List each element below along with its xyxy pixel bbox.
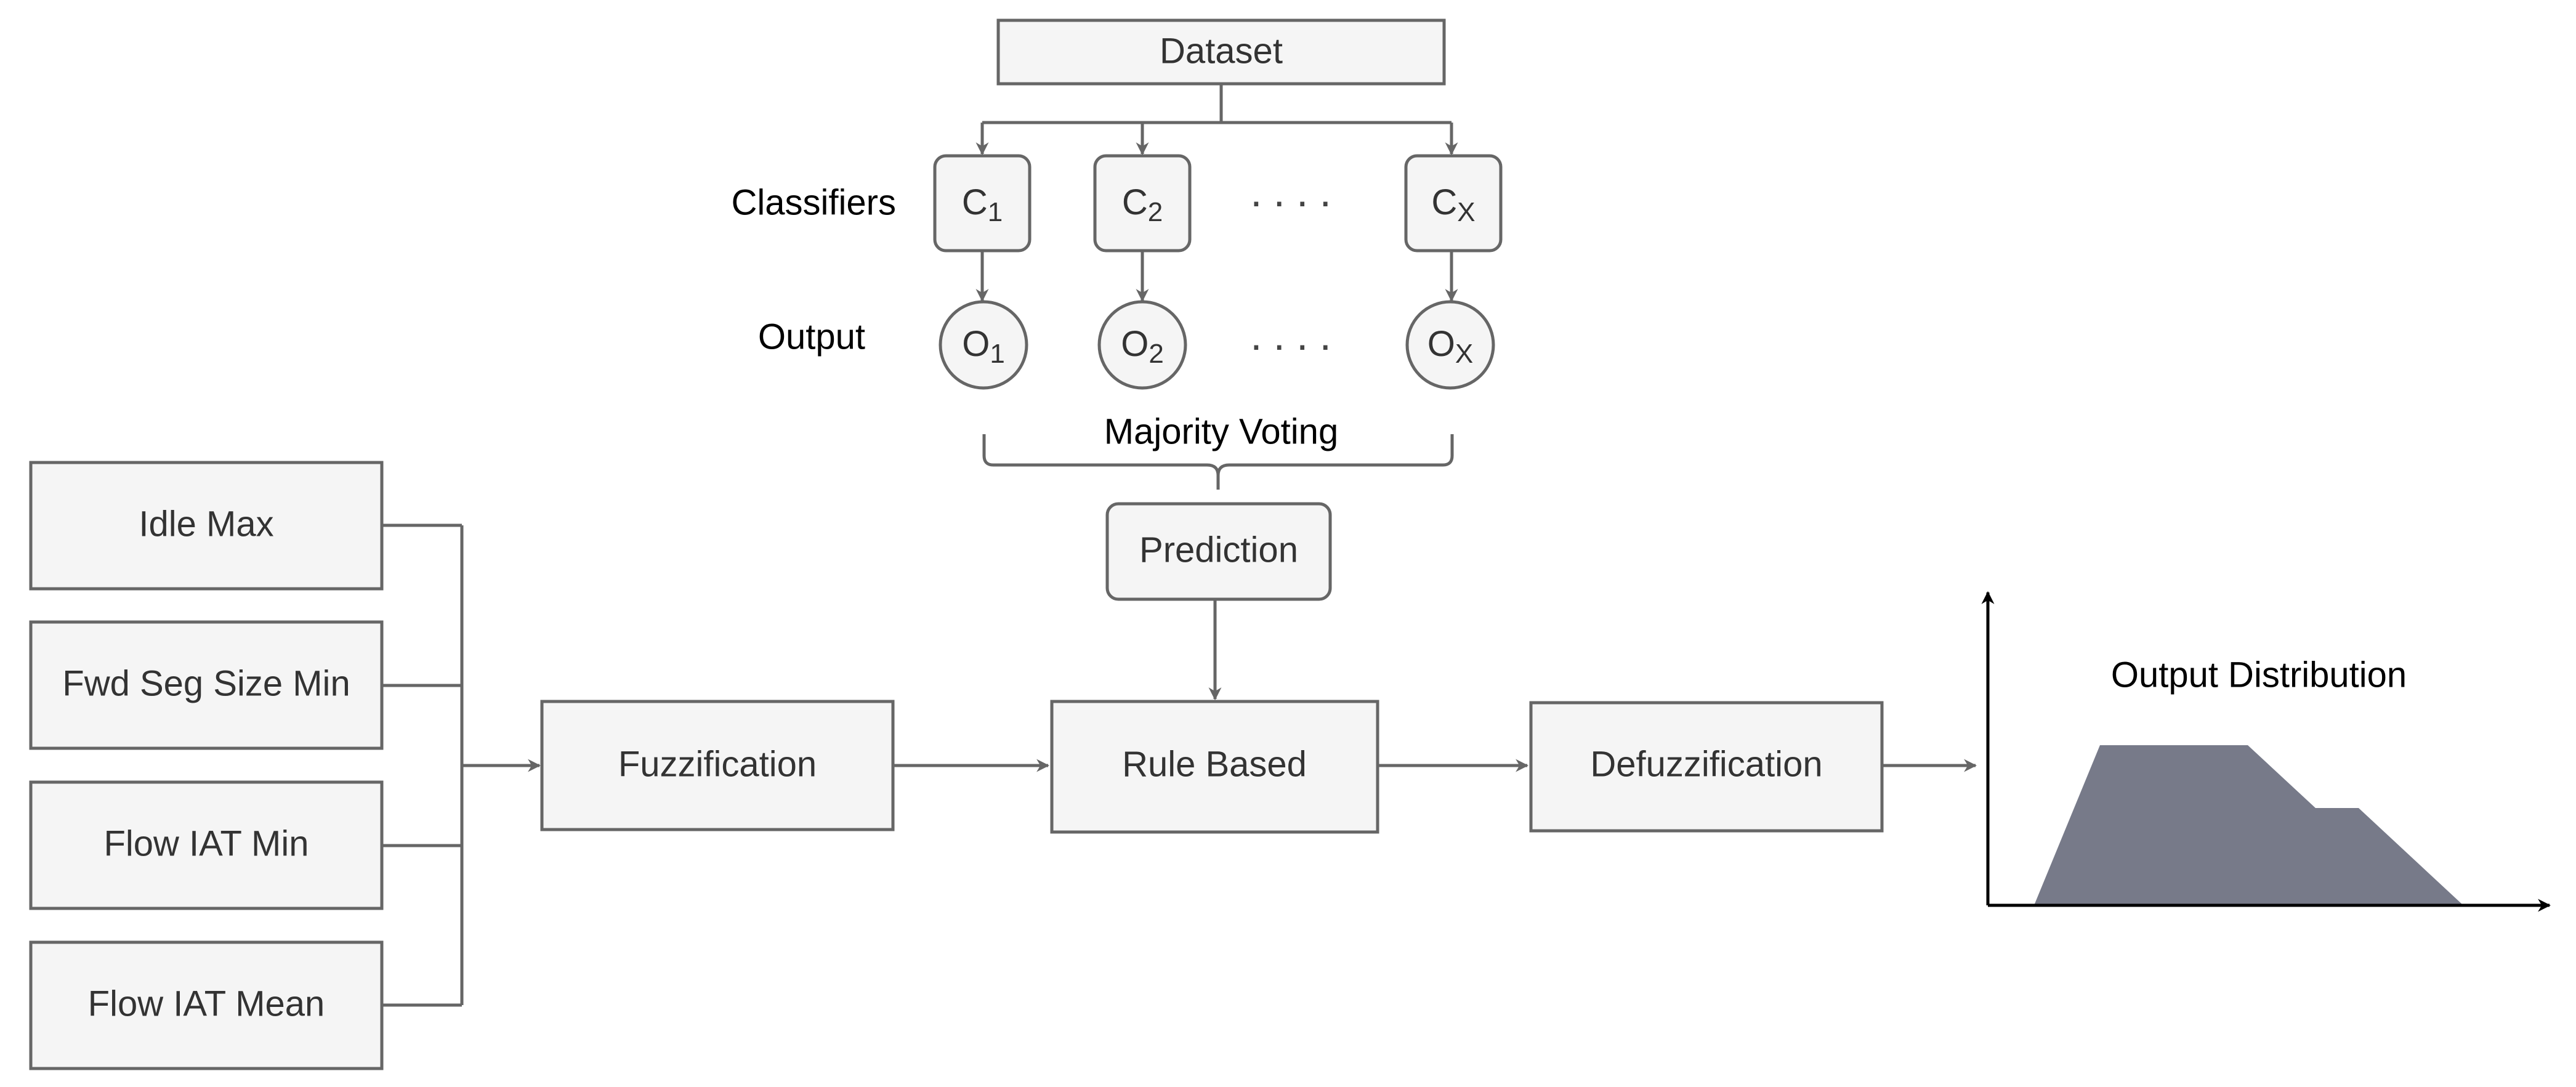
feature-label-flow-iat-min: Flow IAT Min [103, 823, 309, 863]
feature-node-idle-max: Idle Max [29, 461, 384, 591]
feature-node-flow-iat-mean: Flow IAT Mean [29, 940, 384, 1070]
defuzzification-node: Defuzzification [1529, 701, 1884, 833]
fuzzification-label: Fuzzification [618, 744, 817, 784]
rule-based-node: Rule Based [1050, 700, 1379, 834]
output-distribution-shape [2034, 745, 2463, 905]
outputs-ellipsis: .... [1250, 311, 1343, 359]
output-distribution-title: Output Distribution [2111, 655, 2407, 695]
classifier-node-x: CX [1404, 154, 1503, 253]
output-x-sub: X [1455, 339, 1473, 369]
classifier-x-letter: C [1431, 182, 1457, 222]
classifier-x-sub: X [1457, 197, 1475, 227]
classifier-2-sub: 2 [1148, 197, 1163, 227]
classifier-node-1: C1 [933, 154, 1032, 253]
classifiers-ellipsis: .... [1250, 168, 1343, 216]
output-row-label: Output [758, 317, 865, 357]
classifiers-row-label: Classifiers [732, 182, 897, 222]
output-2-sub: 2 [1149, 339, 1163, 369]
feature-node-fwd-seg-size-min: Fwd Seg Size Min [29, 620, 384, 750]
output-1-sub: 1 [990, 339, 1004, 369]
defuzzification-label: Defuzzification [1590, 744, 1822, 784]
output-1-letter: O [962, 324, 990, 364]
majority-voting-label: Majority Voting [1104, 411, 1338, 451]
svg-text:OX: OX [1427, 324, 1473, 368]
classifier-node-2: C2 [1093, 154, 1192, 253]
prediction-node: Prediction [1105, 502, 1332, 601]
svg-text:O1: O1 [962, 324, 1005, 368]
feature-label-fwd-seg-size-min: Fwd Seg Size Min [62, 663, 350, 703]
output-node-x: OX [1405, 300, 1495, 390]
feature-label-idle-max: Idle Max [139, 504, 273, 544]
dataset-label: Dataset [1160, 31, 1283, 71]
dataset-node: Dataset [996, 18, 1446, 86]
output-node-1: O1 [939, 300, 1028, 390]
majority-voting-brace [982, 434, 1454, 490]
prediction-label: Prediction [1139, 530, 1298, 570]
output-distribution-plot: Output Distribution [1981, 591, 2551, 912]
output-node-2: O2 [1097, 300, 1187, 390]
feature-label-flow-iat-mean: Flow IAT Mean [88, 984, 325, 1024]
classifier-1-sub: 1 [988, 197, 1003, 227]
classifier-2-letter: C [1122, 182, 1148, 222]
svg-text:O2: O2 [1121, 324, 1164, 368]
classifier-1-letter: C [962, 182, 988, 222]
fuzzification-node: Fuzzification [540, 700, 895, 831]
svg-text:C2: C2 [1122, 182, 1163, 227]
rule-based-label: Rule Based [1122, 744, 1307, 784]
svg-text:CX: CX [1431, 182, 1475, 227]
svg-text:C1: C1 [962, 182, 1003, 227]
output-2-letter: O [1121, 324, 1149, 364]
output-x-letter: O [1427, 324, 1455, 364]
feature-node-flow-iat-min: Flow IAT Min [29, 780, 384, 910]
